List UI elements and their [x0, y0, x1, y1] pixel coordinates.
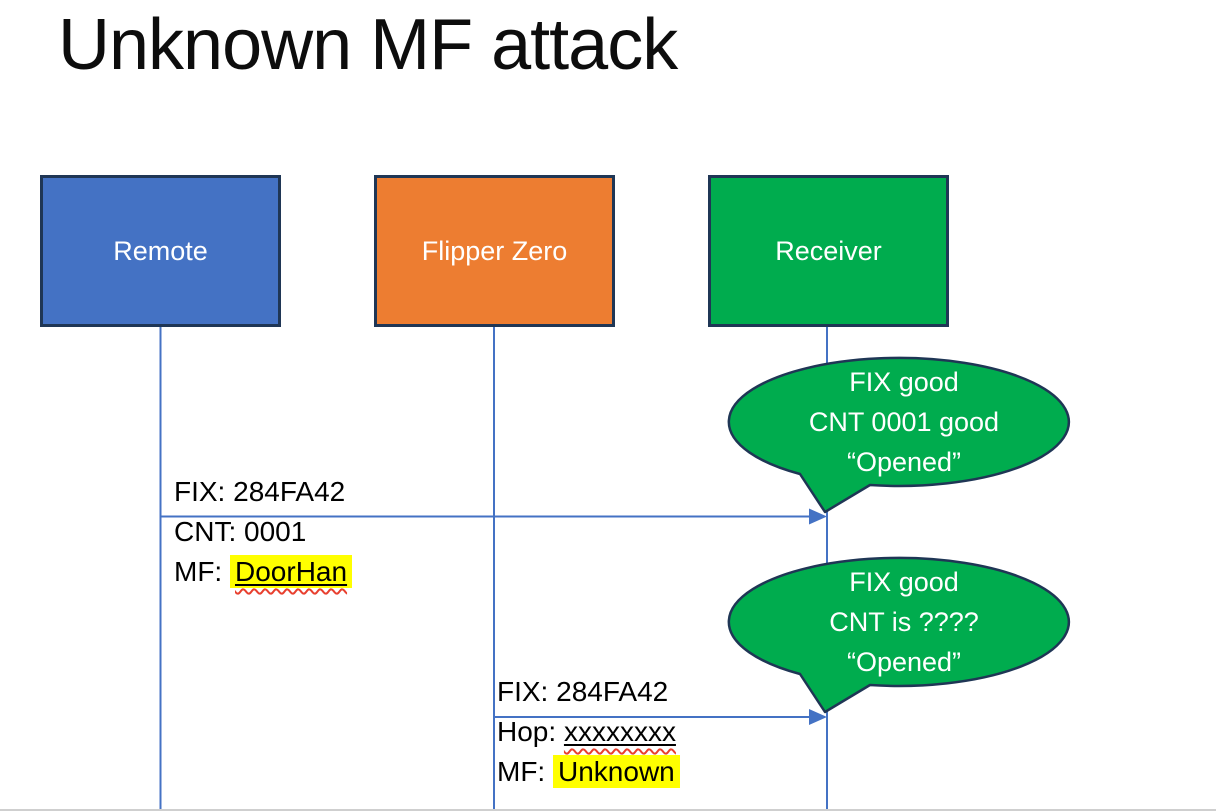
message2-mf-line: MF: Unknown — [497, 752, 680, 792]
actor-label-receiver: Receiver — [775, 235, 882, 266]
slide-title: Unknown MF attack — [58, 5, 678, 85]
receiver-callout2-text: FIX good CNT is ???? “Opened” — [829, 567, 979, 677]
receiver-callout1-text: FIX good CNT 0001 good “Opened” — [808, 367, 1000, 477]
message1-mf-highlight: DoorHan — [230, 555, 353, 588]
message1-arrowhead-icon — [809, 508, 827, 525]
message1-labels: FIX: 284FA42 CNT: 0001 MF: DoorHan — [174, 472, 353, 592]
message2-hop-line: Hop: xxxxxxxx — [497, 716, 676, 747]
message2-labels: FIX: 284FA42 Hop: xxxxxxxx MF: Unknown — [497, 672, 680, 792]
actor-box-receiver: Receiver — [708, 175, 949, 327]
actor-label-remote: Remote — [113, 235, 208, 266]
actor-box-flipper-zero: Flipper Zero — [374, 175, 615, 327]
message2-arrowhead-icon — [809, 709, 827, 725]
message2-mf-highlight: Unknown — [553, 755, 680, 788]
actor-label-flipper-zero: Flipper Zero — [421, 235, 568, 266]
slide-bottom-edge — [0, 809, 1216, 811]
message2-hop-squiggle: xxxxxxxx — [563, 716, 676, 747]
message1-cnt-line: CNT: 0001 — [174, 516, 307, 547]
actor-box-remote: Remote — [40, 175, 281, 327]
message1-fix-line: FIX: 284FA42 — [174, 476, 346, 507]
message2-fix-line: FIX: 284FA42 — [497, 676, 669, 707]
message1-mf-line: MF: DoorHan — [174, 552, 353, 592]
